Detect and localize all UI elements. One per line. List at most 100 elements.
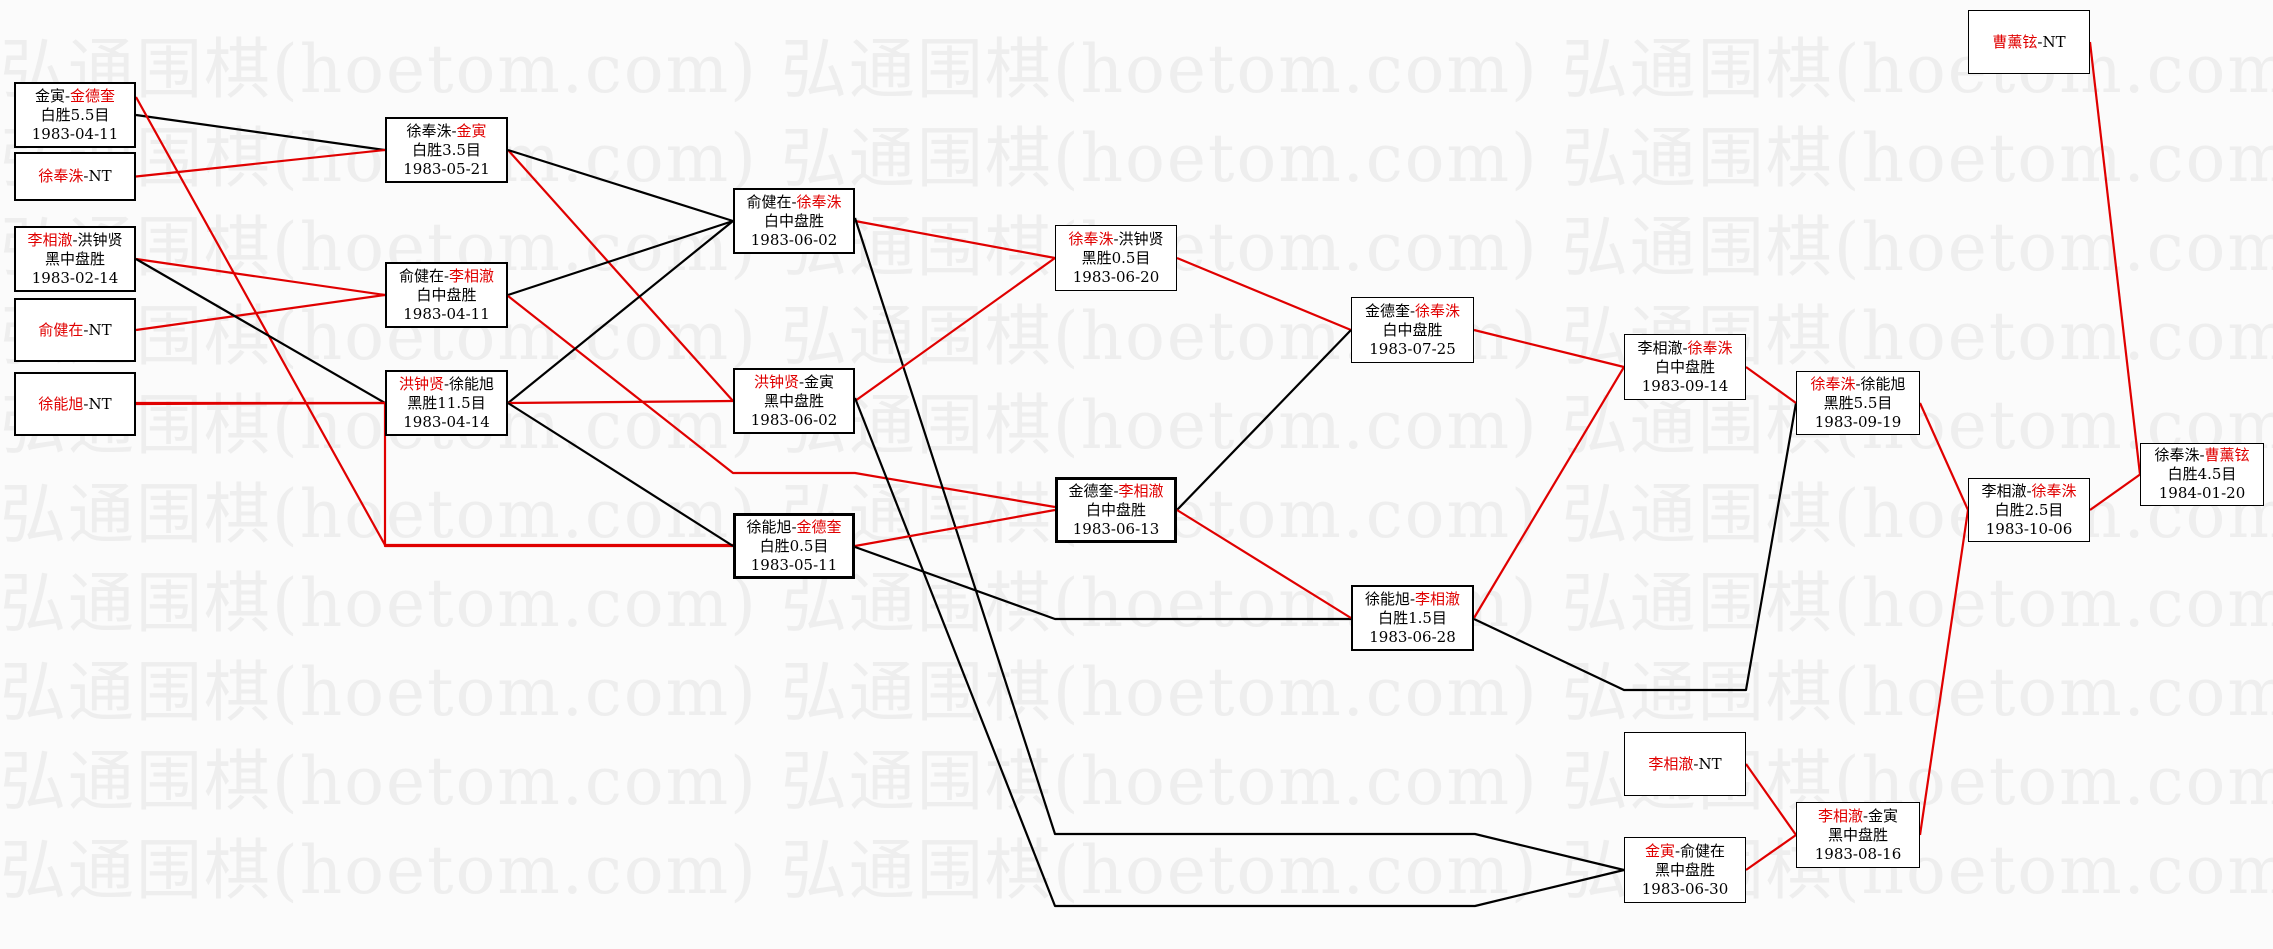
player-one: 俞健在 [746, 192, 792, 211]
player-one: 金德奎 [1068, 481, 1114, 500]
connector-line-red [1745, 834, 1797, 871]
player-separator: - [1855, 374, 1861, 393]
player-two: 洪钟贤 [77, 230, 123, 249]
player-two: NT [2042, 32, 2066, 51]
connector-line-black [135, 113, 386, 152]
player-separator: - [72, 230, 78, 249]
match-result: 白中盘胜 [1382, 320, 1443, 339]
connector-line-black [507, 220, 734, 404]
connector-line-red [1473, 328, 1625, 369]
connector-line-black [1473, 402, 1798, 692]
match-box[interactable]: 曹薰铉-NT [1968, 10, 2090, 74]
match-date: 1983-06-13 [1072, 519, 1160, 538]
player-two: 徐能旭 [449, 374, 495, 393]
player-separator: - [451, 121, 457, 140]
match-players: 曹薰铉-NT [1992, 33, 2065, 52]
player-separator: - [2199, 446, 2205, 464]
player-two: 金寅 [456, 121, 487, 140]
match-box[interactable]: 徐奉洙-NT [14, 152, 136, 201]
match-box[interactable]: 俞健在-NT [14, 298, 136, 362]
player-separator: - [2037, 32, 2043, 51]
match-date: 1983-06-28 [1369, 627, 1456, 646]
match-result: 白胜3.5目 [412, 140, 481, 159]
match-players: 徐奉洙-曹薰铉 [2154, 446, 2249, 465]
match-date: 1983-06-20 [1072, 267, 1160, 286]
player-two: 李相澈 [1118, 481, 1164, 500]
connector-line-red [1473, 366, 1625, 619]
connector-line-red [1176, 256, 1352, 332]
player-one: 李相澈 [27, 230, 73, 249]
player-separator: - [64, 86, 71, 105]
connector-line-black [135, 258, 386, 404]
connector-line-black [853, 217, 1625, 872]
player-one: 徐奉洙 [2154, 446, 2200, 464]
player-separator: - [83, 320, 89, 339]
player-one: 徐能旭 [38, 394, 84, 413]
player-one: 徐奉洙 [38, 167, 84, 185]
connector-line-red [1745, 366, 1797, 404]
player-separator: - [2026, 481, 2032, 500]
player-two: 李相澈 [1415, 589, 1461, 608]
match-result: 黑中盘胜 [44, 249, 105, 268]
match-players: 徐能旭-李相澈 [1365, 590, 1460, 609]
match-players: 俞健在-徐奉洙 [746, 193, 841, 212]
player-two: 俞健在 [1680, 841, 1726, 860]
player-separator: - [1682, 338, 1688, 357]
match-date: 1983-08-16 [1814, 844, 1902, 863]
match-date: 1984-01-20 [2158, 484, 2246, 502]
match-date: 1983-02-14 [31, 268, 119, 287]
match-players: 徐能旭-金德奎 [746, 518, 841, 537]
connector-line-red [854, 219, 1056, 260]
player-two: 金寅 [1868, 806, 1899, 825]
connector-line-red [2088, 41, 2142, 475]
match-box[interactable]: 徐能旭-NT [14, 372, 136, 436]
match-players: 金德奎-徐奉洙 [1365, 302, 1460, 321]
player-separator: - [1409, 301, 1416, 320]
match-box[interactable]: 李相澈-NT [1624, 732, 1746, 796]
connector-line-red [1918, 509, 1970, 836]
match-date: 1983-07-25 [1369, 339, 1456, 358]
player-separator: - [443, 266, 450, 285]
match-result: 黑中盘胜 [763, 391, 824, 410]
match-players: 俞健在-李相澈 [399, 267, 494, 286]
player-one: 李相澈 [1637, 338, 1683, 357]
player-separator: - [443, 374, 450, 393]
match-players: 俞健在-NT [38, 321, 111, 340]
player-two: 徐能旭 [1860, 374, 1906, 393]
connector-line-black [507, 402, 734, 547]
match-date: 1983-04-14 [403, 412, 490, 431]
match-players: 金寅-俞健在 [1645, 842, 1725, 861]
match-players: 徐奉洙-NT [38, 167, 111, 186]
match-result: 黑中盘胜 [1827, 825, 1888, 844]
connector-line-red [136, 401, 733, 548]
player-one: 徐能旭 [746, 517, 792, 536]
connector-line-black [854, 545, 1351, 621]
player-one: 李相澈 [1817, 806, 1863, 825]
match-players: 洪钟贤-金寅 [754, 373, 834, 392]
match-date: 1983-04-11 [31, 124, 119, 143]
match-result: 黑胜0.5目 [1081, 248, 1151, 267]
connector-line-red [854, 508, 1056, 548]
connector-line-black [853, 397, 1625, 908]
match-players: 李相澈-洪钟贤 [27, 231, 122, 250]
match-players: 徐奉洙-金寅 [406, 122, 486, 141]
player-one: 金寅 [1644, 841, 1675, 860]
